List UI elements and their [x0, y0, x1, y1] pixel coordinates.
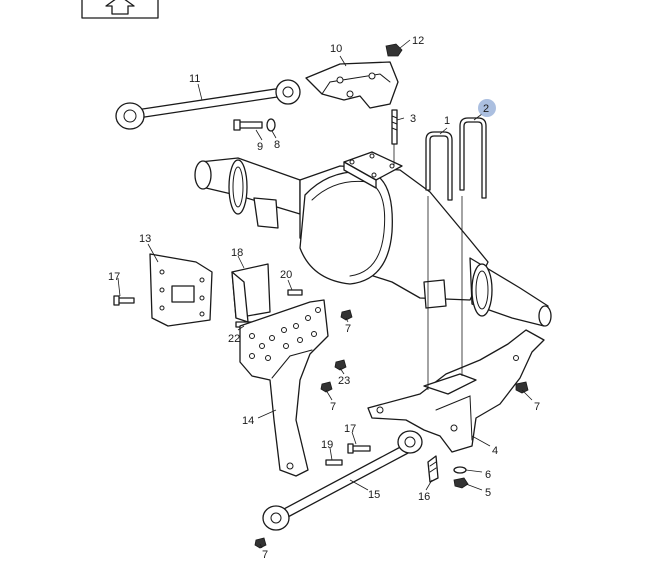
callout-17-left[interactable]: 17	[108, 271, 120, 283]
bolt-17-left	[113, 295, 135, 306]
bolt-and-washer	[233, 118, 276, 132]
callout-7-c[interactable]: 7	[534, 401, 540, 413]
spring-bracket	[239, 299, 329, 477]
nut-7-d	[254, 537, 267, 549]
nut-5	[453, 477, 469, 489]
callout-3[interactable]: 3	[410, 113, 416, 125]
callout-22[interactable]: 22	[228, 333, 240, 345]
callout-2[interactable]: 2	[483, 103, 489, 115]
callout-20[interactable]: 20	[280, 269, 292, 281]
stud	[391, 109, 398, 145]
bracket-18	[231, 263, 271, 323]
washer-6	[453, 466, 467, 474]
callout-labels: 12 10 11 3 1 2 9 8 13 18 17 20 7 22 23 7…	[108, 35, 540, 561]
bolt-17-right	[347, 443, 371, 454]
bolt-19	[325, 459, 343, 466]
callout-8[interactable]: 8	[274, 139, 280, 151]
bolt-20	[287, 289, 303, 296]
clip	[427, 455, 439, 483]
callout-15[interactable]: 15	[368, 489, 380, 501]
upper-reaction-rod	[115, 79, 301, 130]
callout-11[interactable]: 11	[189, 73, 200, 85]
leader-lines	[117, 39, 533, 549]
callout-4[interactable]: 4	[492, 445, 498, 457]
nut-7-b	[320, 381, 333, 393]
axle-housing	[194, 151, 552, 327]
callout-9[interactable]: 9	[257, 141, 263, 153]
callout-5[interactable]: 5	[485, 487, 491, 499]
navigate-up-button[interactable]	[81, 0, 159, 19]
callout-7-d[interactable]: 7	[262, 549, 268, 561]
nut-7-a	[340, 309, 353, 321]
reinforcement-plate	[149, 253, 213, 327]
nut-7-c	[515, 381, 529, 394]
upper-bracket	[305, 61, 399, 109]
callout-13[interactable]: 13	[139, 233, 151, 245]
callout-17-right[interactable]: 17	[344, 423, 356, 435]
callout-23[interactable]: 23	[338, 375, 350, 387]
spring-seat	[367, 329, 545, 453]
callout-6[interactable]: 6	[485, 469, 491, 481]
callout-14[interactable]: 14	[242, 415, 254, 427]
callout-18[interactable]: 18	[231, 247, 243, 259]
callout-12[interactable]: 12	[412, 35, 424, 47]
callout-7-a[interactable]: 7	[345, 323, 351, 335]
callout-16[interactable]: 16	[418, 491, 430, 503]
callout-7-b[interactable]: 7	[330, 401, 336, 413]
callout-10[interactable]: 10	[330, 43, 342, 55]
callout-1[interactable]: 1	[444, 115, 450, 127]
u-bolts	[425, 117, 487, 201]
callout-19[interactable]: 19	[321, 439, 333, 451]
nut-top	[385, 43, 403, 57]
lower-reaction-rod	[262, 430, 423, 531]
nut-23	[334, 359, 347, 371]
highlight-marker	[478, 99, 496, 117]
up-arrow-icon	[105, 0, 135, 15]
